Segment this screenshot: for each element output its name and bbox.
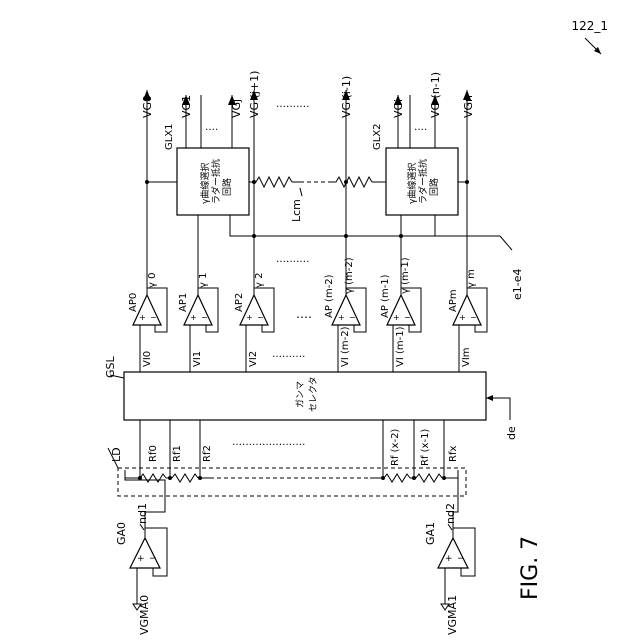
gamma-ellipsis: ‥‥‥‥‥ <box>276 254 309 265</box>
amp-name: AP2 <box>234 293 245 312</box>
vg-label: VGi <box>392 99 405 118</box>
svg-text:−: − <box>201 313 208 322</box>
vi-label: VI (m-1) <box>395 326 406 367</box>
glx1-ellipsis: ‥‥ <box>205 122 218 133</box>
common-resistor-label: Lcm <box>290 199 303 222</box>
ladder-label: LD <box>110 447 123 462</box>
vi-label: VI (m-2) <box>340 326 351 367</box>
gamma-selector: GSL ガンマ セレクタ de VI0 VI1 VI2 VI (m-2) VI … <box>104 325 518 440</box>
input-node-label: nd2 <box>444 503 457 524</box>
svg-text:+: + <box>445 554 453 564</box>
glx-label: GLX2 <box>372 123 383 150</box>
amp-ellipsis: ‥‥ <box>296 307 312 321</box>
glx-line2: ラダー抵抗 <box>210 159 222 204</box>
amp-name: AP (m-2) <box>324 274 335 318</box>
figure-reference: 122_1 <box>571 19 608 54</box>
glx2-ellipsis: ‥‥ <box>414 122 427 133</box>
amp-gamma: γ m <box>466 269 477 288</box>
tap-label: Rf0 <box>148 445 159 462</box>
svg-text:−: − <box>257 313 264 322</box>
input-buffer-ga1: + − GA1 nd2 <box>424 470 475 585</box>
svg-text:−: − <box>404 313 411 322</box>
glx-label: GLX1 <box>164 123 175 150</box>
svg-text:+: + <box>137 554 145 564</box>
input-signal-vgma1: VGMA1 <box>446 595 459 635</box>
selector-name-line2: セレクタ <box>308 376 319 412</box>
svg-text:+: + <box>246 313 253 322</box>
ladder-ellipsis: ‥‥‥‥‥‥‥‥‥‥‥ <box>232 437 305 448</box>
svg-text:−: − <box>457 554 465 564</box>
vg-label: VG1 <box>180 95 193 118</box>
svg-text:+: + <box>459 313 466 322</box>
svg-text:+: + <box>338 313 345 322</box>
input-signal-vgma0: VGMA0 <box>138 595 151 635</box>
vg-label: VGn <box>462 95 475 118</box>
amp-name: AP (m-1) <box>380 274 391 318</box>
tap-label: Rf (x-1) <box>420 429 431 466</box>
svg-text:−: − <box>150 313 157 322</box>
svg-text:−: − <box>349 313 356 322</box>
glx-line2: ラダー抵抗 <box>417 159 429 204</box>
glx-line3: 回路 <box>428 178 440 196</box>
amp-name: APm <box>448 289 459 312</box>
vi-label: VI2 <box>248 351 259 367</box>
selector-name-line1: ガンマ <box>295 381 306 408</box>
vg-label: VG (i-1) <box>340 76 353 118</box>
amp-gamma: γ 1 <box>198 273 209 288</box>
svg-text:+: + <box>139 313 146 322</box>
amplifier-ap1: + − <box>184 285 218 332</box>
amp-name: AP1 <box>178 293 189 312</box>
vi-ellipsis: ‥‥‥‥‥ <box>272 349 305 360</box>
input-stage: + − GA0 nd1 + − GA1 nd2 VGMA0 VGMA1 <box>115 470 475 635</box>
vg-label: VGj <box>230 99 243 118</box>
vg-label: VG (j+1) <box>248 71 261 118</box>
amp-gamma: γ 0 <box>147 273 158 288</box>
vg-label: VG (n-1) <box>429 72 442 118</box>
figure-id: 122_1 <box>571 19 608 33</box>
tap-label: Rf1 <box>172 445 183 462</box>
svg-text:+: + <box>190 313 197 322</box>
resistor-ladder: LD Rf0 Rf1 Rf2 Rf (x-2) Rf (x-1) Rfx ‥‥‥… <box>108 420 466 496</box>
tap-label: Rfx <box>448 446 459 462</box>
vg-ellipsis: ‥‥‥‥‥ <box>276 99 309 110</box>
glx-line1: γ曲線選択 <box>199 163 211 204</box>
svg-text:+: + <box>393 313 400 322</box>
output-arrows: VG0 VG1 VGj VG (j+1) VG (i-1) VGi VG (n-… <box>141 71 475 118</box>
figure-caption: FIG. 7 <box>518 536 543 600</box>
svg-text:−: − <box>470 313 477 322</box>
vi-label: VI0 <box>142 351 153 367</box>
amp-gamma: γ 2 <box>254 273 265 288</box>
amplifier-ap2: + − <box>240 285 274 332</box>
tap-label: Rf (x-2) <box>390 429 401 466</box>
common-resistor: Lcm <box>249 177 386 222</box>
input-amp-label: GA0 <box>115 522 128 545</box>
input-buffer-ga0: + − GA0 nd1 <box>115 470 167 585</box>
ladder-circuit-glx2: GLX2 γ曲線選択 ラダー抵抗 回路 ‥‥ <box>372 95 469 215</box>
amp-name: AP0 <box>128 293 139 312</box>
selector-input-label: de <box>505 426 518 440</box>
glx-line3: 回路 <box>221 178 233 196</box>
svg-text:−: − <box>149 554 157 564</box>
amplifier-row: + − + − + − + − <box>128 254 487 332</box>
vi-label: VIm <box>461 347 472 367</box>
tap-label: Rf2 <box>202 445 213 462</box>
vg-label: VG0 <box>141 95 154 118</box>
input-node-label: nd1 <box>136 503 149 524</box>
amp-gamma: γ (m-1) <box>400 257 411 294</box>
glx-line1: γ曲線選択 <box>406 163 418 204</box>
vi-label: VI1 <box>192 351 203 367</box>
input-amp-label: GA1 <box>424 522 437 545</box>
enable-label: e1-e4 <box>511 268 524 300</box>
